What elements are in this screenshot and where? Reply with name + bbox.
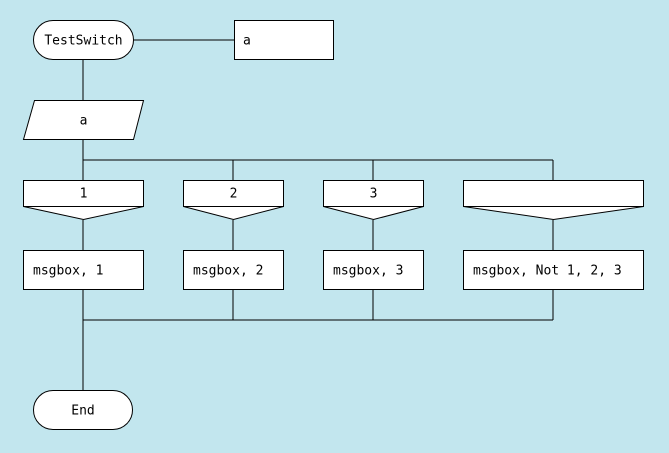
case-header-1-box: [23, 180, 144, 207]
end-terminator-shape: [33, 390, 133, 430]
input-label: a: [80, 114, 88, 129]
action-box-3[interactable]: msgbox, 3: [323, 250, 424, 290]
parameter-box[interactable]: a: [234, 20, 334, 60]
case-header-2[interactable]: 2: [183, 180, 284, 221]
case-header-1[interactable]: 1: [23, 180, 144, 221]
case-3-value: 3: [370, 187, 378, 202]
action-box-3-shape: [323, 250, 424, 290]
input-parallelogram-shape: [22, 100, 145, 140]
case-2-value: 2: [230, 187, 238, 202]
case-header-3-box: [323, 180, 424, 207]
case-header-default-chevron: [463, 206, 644, 221]
action-3-label: msgbox, 3: [333, 264, 403, 279]
action-box-1[interactable]: msgbox, 1: [23, 250, 144, 290]
action-2-label: msgbox, 2: [193, 264, 263, 279]
case-header-default[interactable]: [463, 180, 644, 221]
case-header-3[interactable]: 3: [323, 180, 424, 221]
start-terminator-shape: [33, 20, 134, 60]
action-box-default[interactable]: msgbox, Not 1, 2, 3: [463, 250, 644, 290]
case-header-1-chevron: [23, 206, 144, 221]
action-box-1-shape: [23, 250, 144, 290]
action-box-2[interactable]: msgbox, 2: [183, 250, 284, 290]
end-terminator[interactable]: End: [33, 390, 133, 430]
input-node[interactable]: a: [22, 100, 145, 140]
end-label: End: [71, 404, 94, 419]
case-header-3-chevron: [323, 206, 424, 221]
start-terminator[interactable]: TestSwitch: [33, 20, 134, 60]
action-box-2-shape: [183, 250, 284, 290]
case-header-2-chevron: [183, 206, 284, 221]
parameter-box-shape: [234, 20, 334, 60]
action-box-default-shape: [463, 250, 644, 290]
action-1-label: msgbox, 1: [33, 264, 103, 279]
case-1-value: 1: [80, 187, 88, 202]
parameter-label: a: [243, 34, 251, 49]
case-header-2-box: [183, 180, 284, 207]
start-label: TestSwitch: [44, 34, 122, 49]
action-default-label: msgbox, Not 1, 2, 3: [473, 264, 622, 279]
case-header-default-box: [463, 180, 644, 207]
connector-lines: [82, 39, 554, 390]
